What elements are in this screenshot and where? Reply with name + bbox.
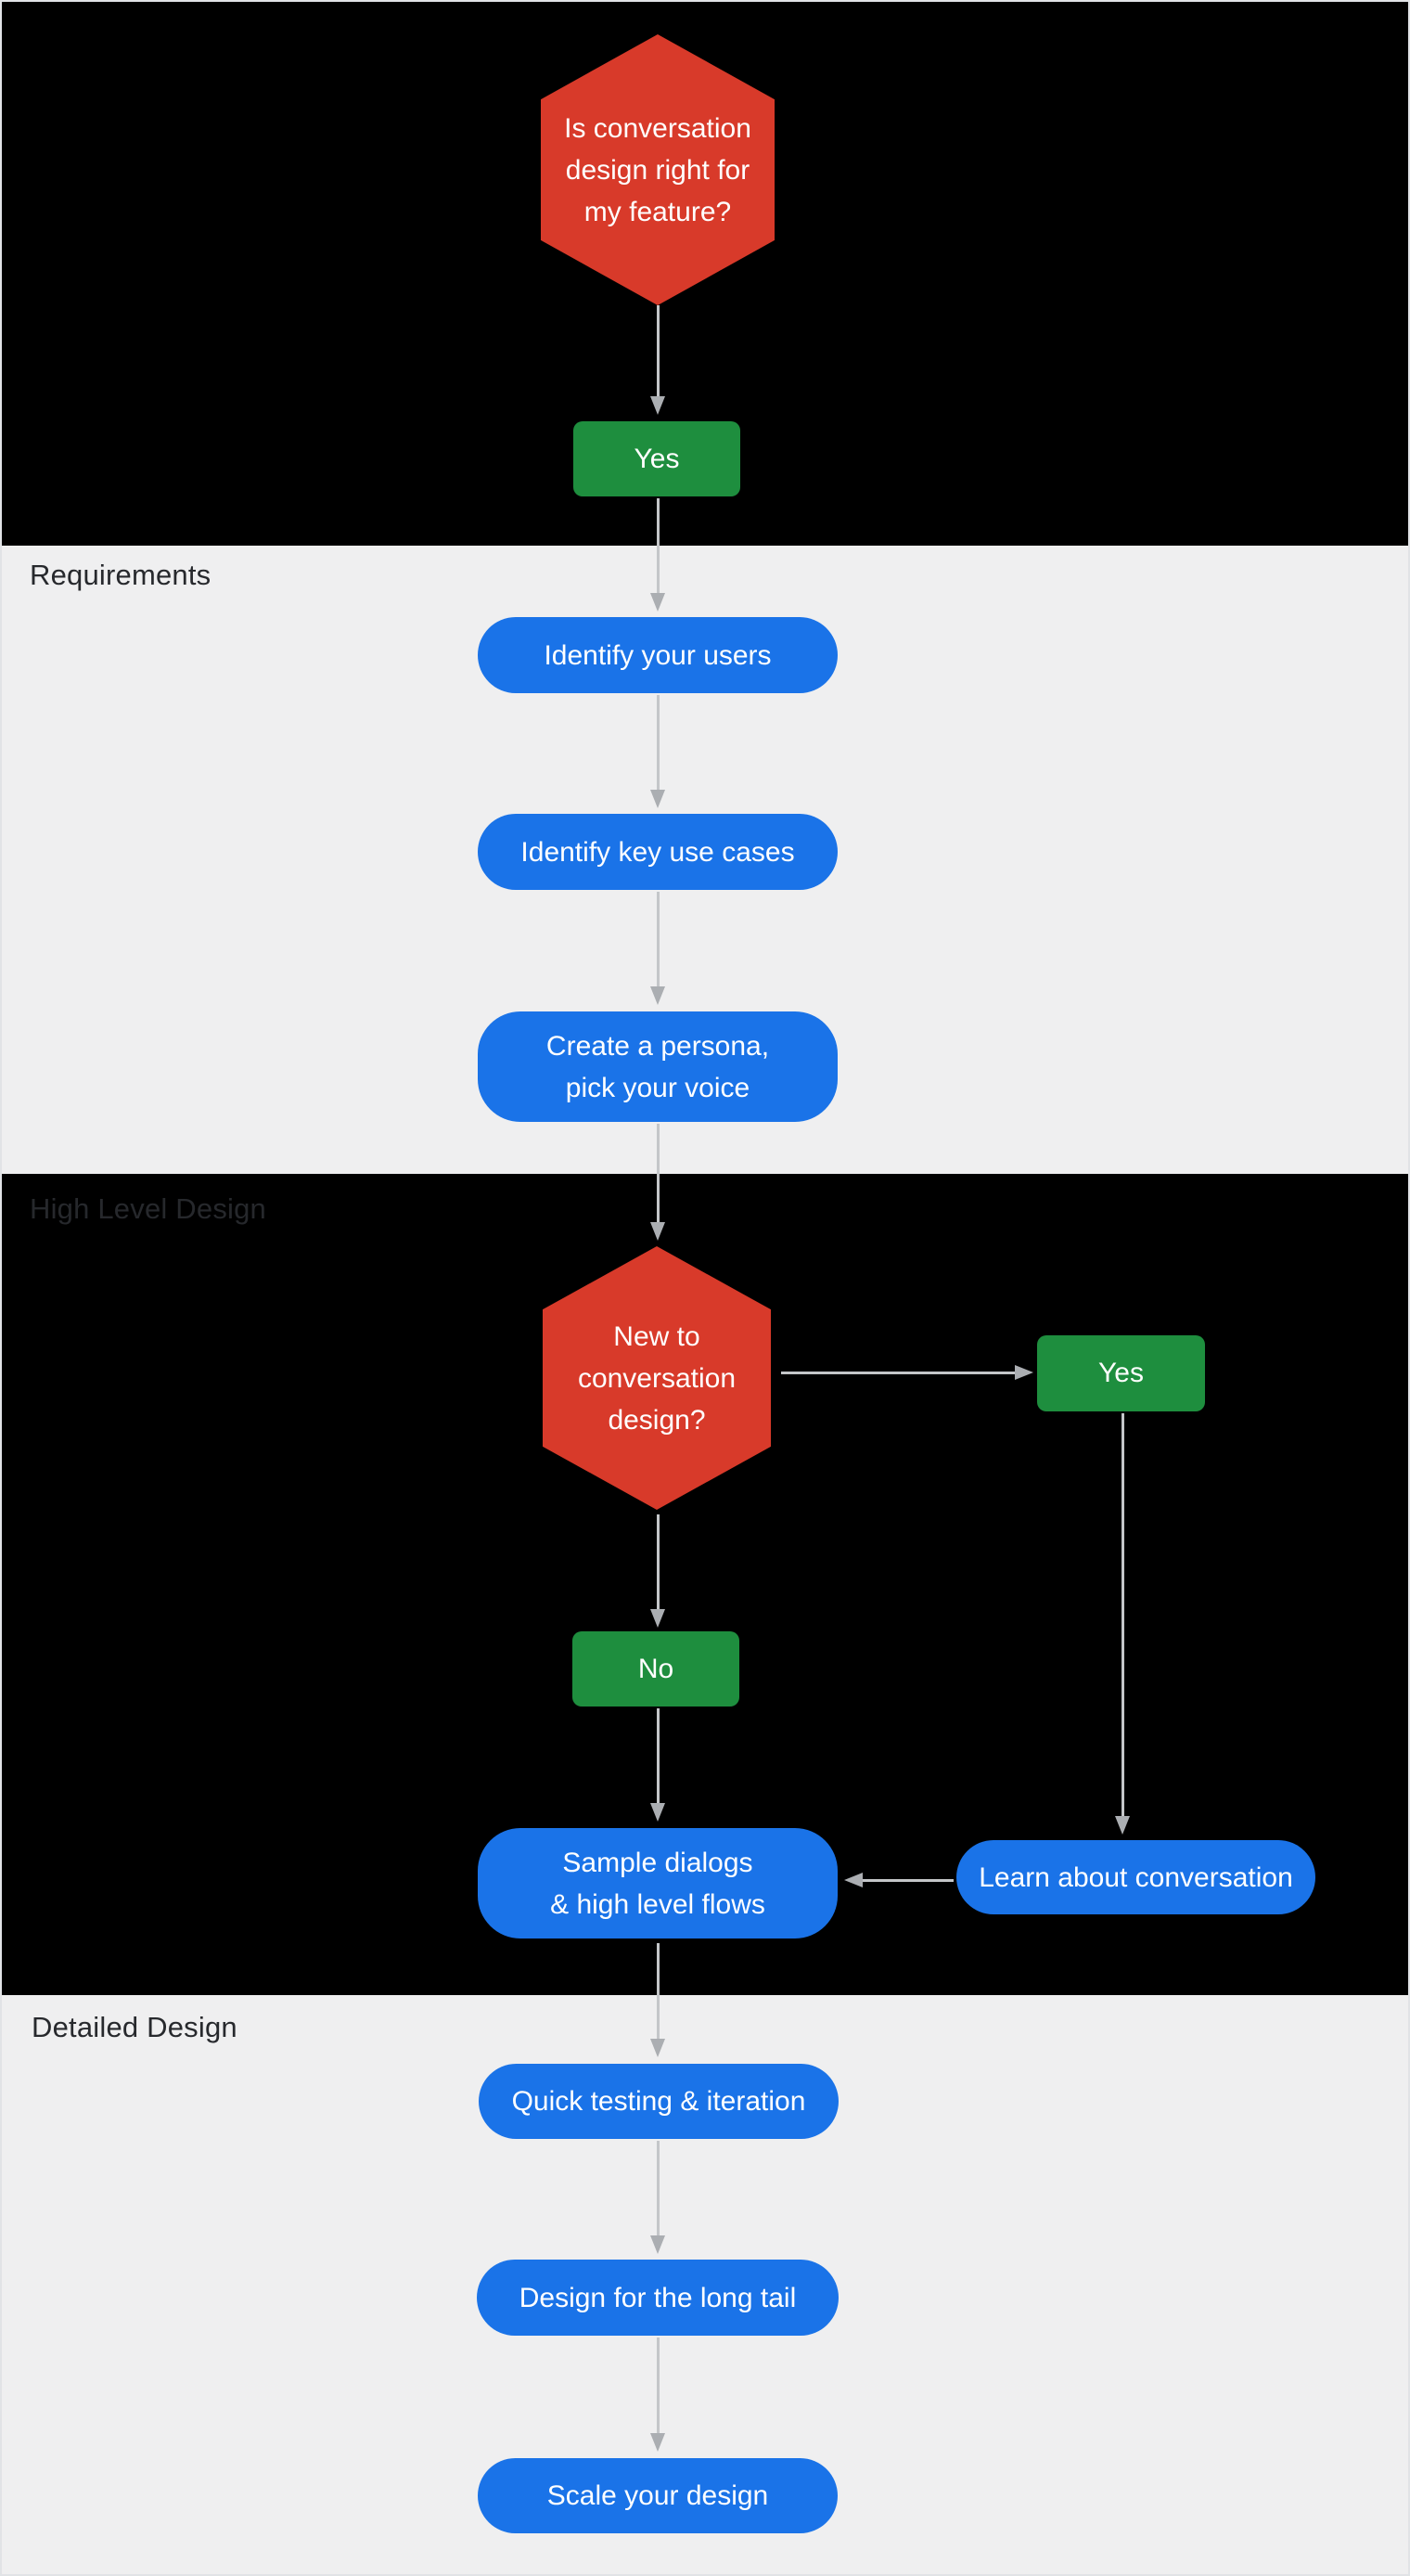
process-create-persona-pick-voice[interactable]: Create a persona, pick your voice [478,1011,838,1122]
section-label-requirements: Requirements [30,559,212,591]
process-quick-testing-iteration[interactable]: Quick testing & iteration [479,2064,839,2139]
process-identify-your-users[interactable]: Identify your users [478,617,838,693]
section-label-detailed-design: Detailed Design [32,2011,237,2043]
decision-new-to-conversation-design[interactable]: New to conversation design? [543,1246,771,1510]
process-identify-key-use-cases[interactable]: Identify key use cases [478,814,838,890]
choice-yes-1[interactable]: Yes [573,421,740,496]
section-label-high-level-design: High Level Design [30,1192,266,1225]
choice-no[interactable]: No [572,1631,739,1707]
process-learn-about-conversation[interactable]: Learn about conversation [956,1840,1315,1914]
process-design-for-long-tail[interactable]: Design for the long tail [477,2260,839,2336]
choice-yes-2[interactable]: Yes [1037,1335,1205,1411]
process-sample-dialogs-high-level-flows[interactable]: Sample dialogs & high level flows [478,1828,838,1938]
decision-is-conversation-design-right[interactable]: Is conversation design right for my feat… [541,34,775,305]
process-scale-your-design[interactable]: Scale your design [478,2458,838,2533]
